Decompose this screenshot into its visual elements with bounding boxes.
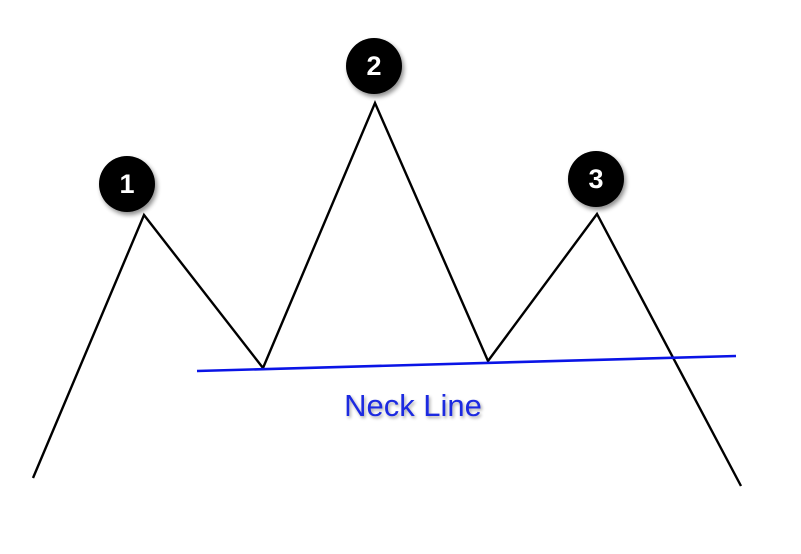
peak-marker-1-circle	[99, 156, 155, 212]
peak-marker-2: 2	[346, 38, 402, 94]
peak-marker-1-label: 1	[119, 169, 134, 199]
peak-marker-2-label: 2	[366, 51, 381, 81]
peak-marker-3-circle	[568, 151, 624, 207]
price-line	[31, 99, 743, 487]
neck-line	[196, 354, 737, 373]
neck-line-label: Neck Line	[344, 388, 482, 423]
peak-marker-1: 1	[99, 156, 155, 212]
peak-marker-3-label: 3	[588, 164, 603, 194]
peak-marker-3: 3	[568, 151, 624, 207]
peak-marker-2-circle	[346, 38, 402, 94]
